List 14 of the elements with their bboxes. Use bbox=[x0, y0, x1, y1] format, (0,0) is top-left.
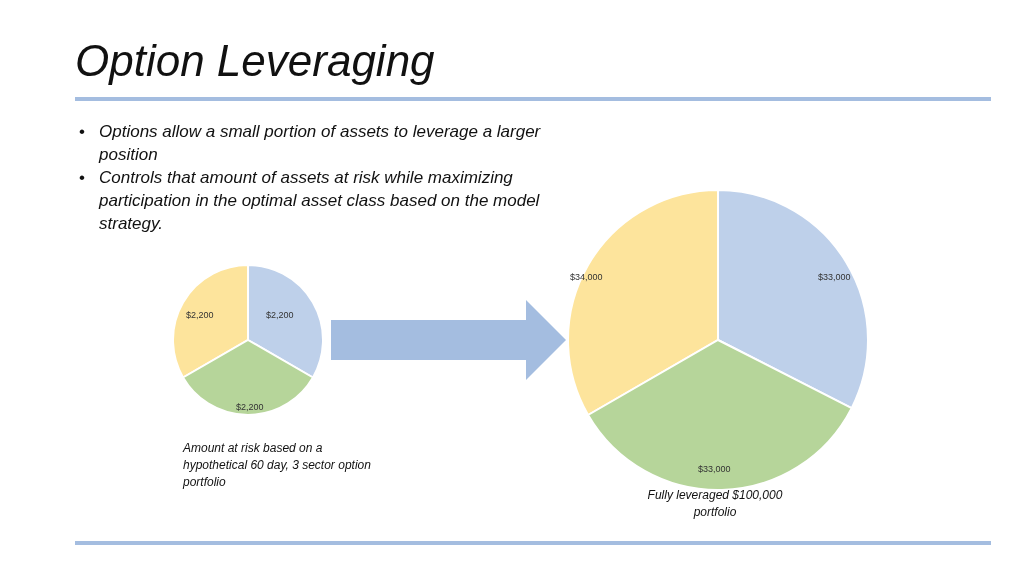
value-label: $34,000 bbox=[570, 272, 603, 282]
bullet-text: Options allow a small portion of assets to leverage a larger position bbox=[99, 122, 541, 164]
value-label: $33,000 bbox=[698, 464, 731, 474]
chart-caption: Amount at risk based on a hypothetical 60 day, 3 sector option portfolio bbox=[183, 440, 372, 491]
value-label: $2,200 bbox=[186, 310, 214, 320]
bullet-marker: • bbox=[79, 121, 85, 143]
bullet-marker: • bbox=[79, 167, 85, 189]
bullet-text: Controls that amount of assets at risk while maximizing participation in the optimal asset class based on the model strategy. bbox=[99, 168, 540, 233]
value-label: $33,000 bbox=[818, 272, 851, 282]
value-label: $2,200 bbox=[236, 402, 264, 412]
block-arrow bbox=[331, 300, 566, 380]
chart-caption: Fully leveraged $100,000 portfolio bbox=[646, 487, 784, 521]
slide-title: Option Leveraging bbox=[75, 36, 435, 86]
value-label: $2,200 bbox=[266, 310, 294, 320]
